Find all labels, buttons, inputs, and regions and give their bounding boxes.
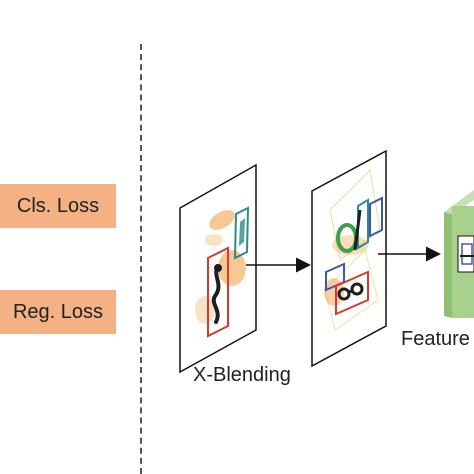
feature-block	[444, 190, 474, 318]
reg-loss-label: Reg. Loss	[12, 300, 104, 323]
cls-loss-label: Cls. Loss	[16, 194, 100, 217]
blended-image-plane	[311, 149, 387, 368]
input-image-plane	[179, 163, 257, 374]
reg-loss-box: Reg. Loss	[0, 290, 116, 334]
dashed-divider	[140, 44, 142, 474]
feature-label: Feature	[401, 328, 470, 350]
x-blending-label: X-Blending	[193, 364, 291, 386]
cls-loss-box: Cls. Loss	[0, 184, 116, 228]
